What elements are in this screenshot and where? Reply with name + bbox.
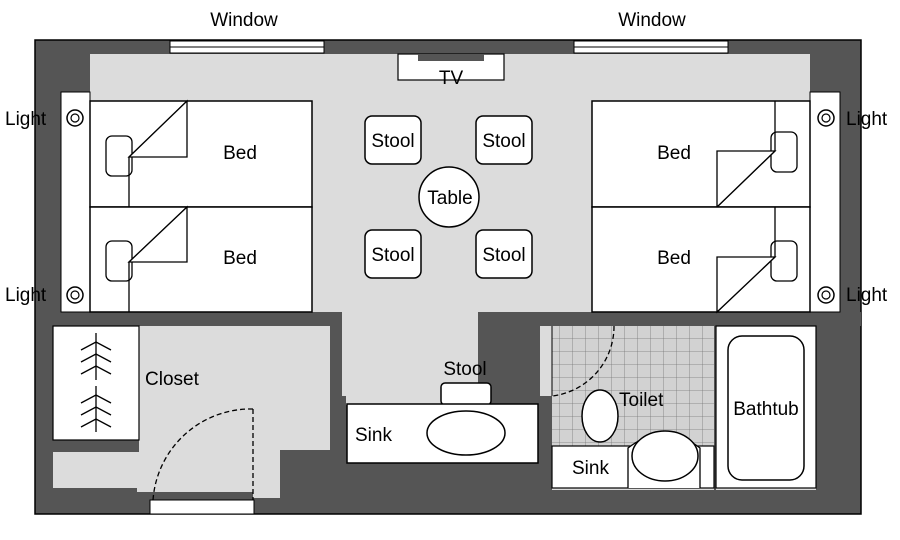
light-icon-top-left [66, 109, 84, 127]
closet [52, 325, 140, 441]
partition-wall-right [478, 312, 861, 326]
svg-text:Stool: Stool [482, 245, 525, 266]
partition-wall-left [36, 312, 342, 326]
bath-divider [714, 326, 716, 490]
hanger-icon [80, 333, 112, 380]
bed-top-left: Bed [89, 99, 313, 208]
window-right-label: Window [618, 10, 686, 31]
bathtub: Bathtub [715, 325, 817, 489]
bathroom-sink: Sink [551, 430, 715, 489]
bathroom-sink-basin [631, 430, 699, 482]
sink-basin [426, 410, 506, 456]
bed-label: Bed [223, 248, 257, 269]
light-label-top-left: Light [5, 109, 47, 130]
bed-top-right: Bed [591, 100, 811, 209]
svg-text:Sink: Sink [355, 425, 392, 446]
bed-label: Bed [657, 143, 691, 164]
closet-label: Closet [145, 369, 200, 390]
light-label-bottom-right: Light [846, 285, 888, 306]
svg-text:Table: Table [427, 188, 472, 209]
svg-text:Sink: Sink [572, 458, 609, 479]
svg-text:Toilet: Toilet [619, 390, 664, 411]
light-label-top-right: Light [846, 109, 888, 130]
svg-text:Stool: Stool [371, 131, 414, 152]
bed-bottom-left: Bed [89, 205, 313, 313]
stool-top-right: Stool [475, 115, 533, 165]
stool-top-left: Stool [364, 115, 422, 165]
bed-bottom-right: Bed [591, 206, 811, 314]
hanger-icon [80, 386, 112, 432]
sink-counter: Sink [346, 403, 539, 464]
stool-corridor: Stool [440, 359, 492, 406]
stool-bottom-left: Stool [364, 229, 422, 279]
closet-divider [36, 440, 139, 452]
stool-bottom-right: Stool [475, 229, 533, 279]
window-left-label: Window [210, 10, 278, 31]
tv-icon [418, 54, 484, 61]
light-icon-top-right [817, 109, 835, 127]
bed-label: Bed [657, 248, 691, 269]
bed-label: Bed [223, 143, 257, 164]
light-icon-bottom-left [66, 286, 84, 304]
table: Table [418, 166, 480, 228]
toilet: Toilet [581, 389, 664, 443]
svg-text:Stool: Stool [371, 245, 414, 266]
corridor-wall [330, 396, 346, 450]
tv-label: TV [439, 68, 464, 89]
light-label-bottom-left: Light [5, 285, 47, 306]
entry-floor [53, 326, 330, 498]
light-icon-bottom-right [817, 286, 835, 304]
svg-text:Stool: Stool [482, 131, 525, 152]
svg-text:Bathtub: Bathtub [733, 399, 799, 420]
bathroom-door[interactable] [551, 325, 615, 397]
svg-text:Stool: Stool [443, 359, 486, 380]
tiled-shower-floor [552, 326, 714, 446]
bath-wall-left [538, 396, 552, 490]
entry-door[interactable] [149, 408, 255, 515]
